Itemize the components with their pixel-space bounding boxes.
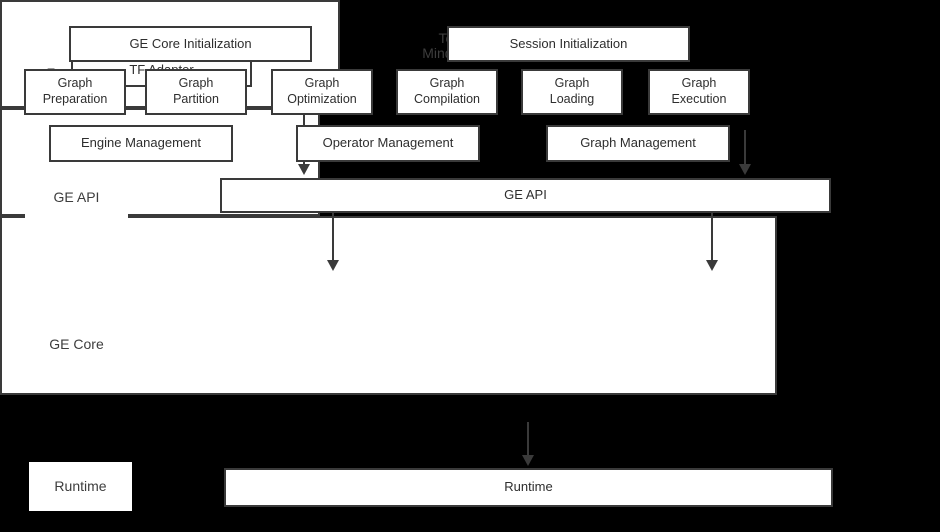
- graph-compilation-box[interactable]: Graph Compilation: [396, 69, 498, 115]
- runtime-bar[interactable]: Runtime: [224, 468, 833, 507]
- layer-label-ge-core: GE Core: [25, 323, 128, 366]
- arrow-ge-core-to-runtime-head: [522, 455, 534, 466]
- session-initialization-box[interactable]: Session Initialization: [447, 26, 690, 62]
- graph-partition-box[interactable]: Graph Partition: [145, 69, 247, 115]
- engine-management-box[interactable]: Engine Management: [49, 125, 233, 162]
- ge-api-bar[interactable]: GE API: [220, 178, 831, 213]
- graph-optimization-box[interactable]: Graph Optimization: [271, 69, 373, 115]
- arrow-mindexpression-to-ge-api-line: [744, 130, 746, 166]
- ge-core-container: GE Core Initialization Session Initializ…: [0, 26, 777, 395]
- arrow-ge-api-to-session-init-line: [711, 213, 713, 262]
- operator-management-box[interactable]: Operator Management: [296, 125, 480, 162]
- arrow-ge-core-to-runtime-line: [527, 422, 529, 458]
- ge-core-initialization-box[interactable]: GE Core Initialization: [69, 26, 312, 62]
- layer-label-ge-api: GE API: [25, 175, 128, 221]
- arrow-tf-adapter-to-ge-api-head: [298, 164, 310, 175]
- arrow-mindexpression-to-ge-api-head: [739, 164, 751, 175]
- graph-execution-box[interactable]: Graph Execution: [648, 69, 750, 115]
- graph-loading-box[interactable]: Graph Loading: [521, 69, 623, 115]
- graph-preparation-box[interactable]: Graph Preparation: [24, 69, 126, 115]
- layer-label-runtime: Runtime: [29, 462, 132, 511]
- graph-management-box[interactable]: Graph Management: [546, 125, 730, 162]
- arrow-ge-api-to-ge-core-init-line: [332, 213, 334, 262]
- arrow-ge-api-to-ge-core-init-head: [327, 260, 339, 271]
- arrow-ge-api-to-session-init-head: [706, 260, 718, 271]
